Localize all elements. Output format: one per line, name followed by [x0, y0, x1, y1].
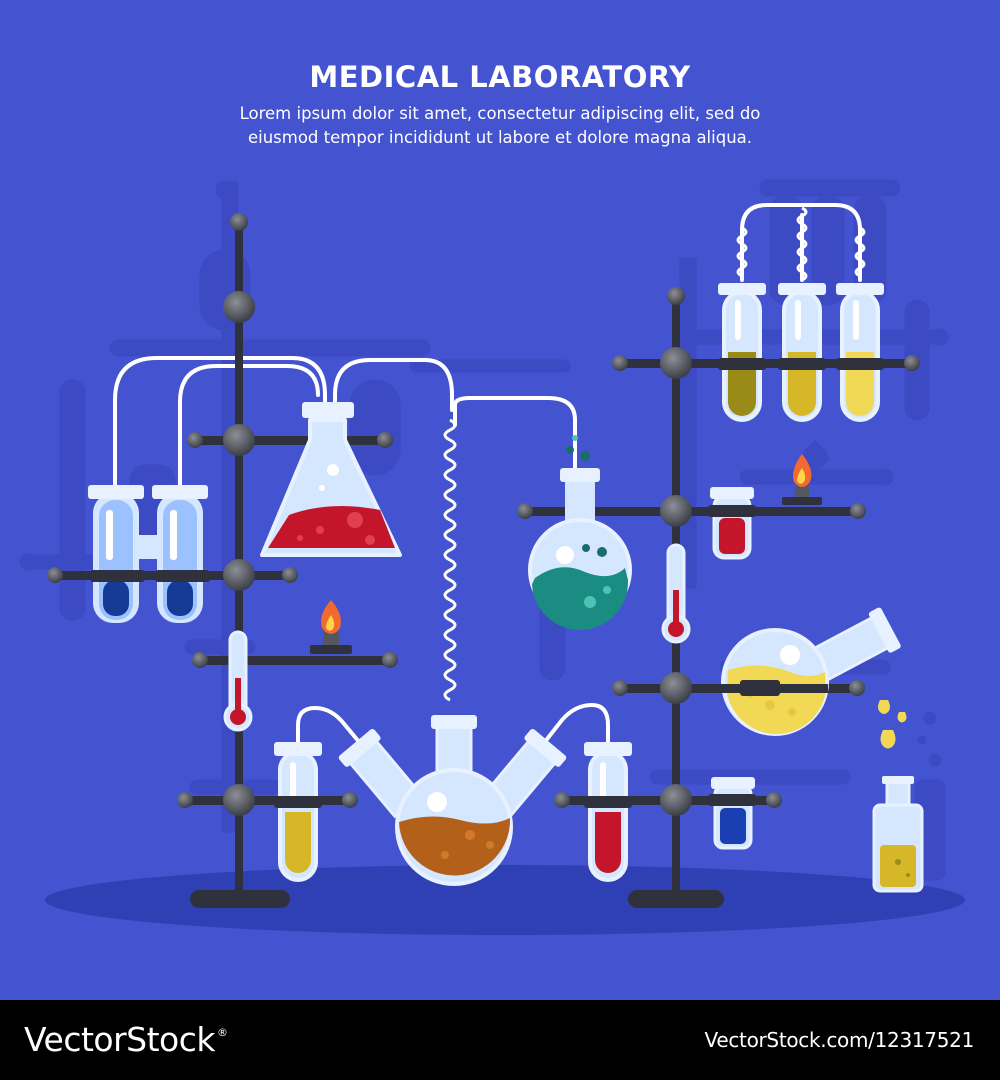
- test-tube-rack: [718, 283, 884, 422]
- test-tube-yellow: [274, 742, 322, 882]
- lab-poster: MEDICAL LABORATORY Lorem ipsum dolor sit…: [0, 0, 1000, 1000]
- watermark-url: VectorStock.com/12317521: [704, 1028, 975, 1052]
- thermometer-right: [661, 543, 691, 644]
- poster-title: MEDICAL LABORATORY: [309, 60, 691, 94]
- burner-left: [310, 600, 352, 654]
- erlenmeyer-flask: [260, 402, 402, 557]
- small-blue-vial: [708, 777, 756, 850]
- test-tube-red: [584, 742, 632, 882]
- floor-shadow: [45, 865, 965, 935]
- watermark-brand: VectorStock®: [24, 1020, 228, 1059]
- yellow-bottle: [872, 776, 924, 893]
- thermometer-left: [223, 630, 253, 732]
- trademark-symbol: ®: [217, 1026, 228, 1039]
- subtitle-line-2: eiusmod tempor incididunt ut labore et d…: [247, 128, 753, 147]
- watermark-bar: VectorStock® VectorStock.com/12317521: [0, 1000, 1000, 1080]
- burner-top-right: [782, 454, 822, 505]
- h-tube: [88, 485, 210, 623]
- tilted-retort: [718, 607, 907, 749]
- round-flask-teal: [528, 435, 632, 631]
- subtitle-line-1: Lorem ipsum dolor sit amet, consectetur …: [239, 104, 761, 123]
- left-stand: [47, 213, 398, 908]
- lab-illustration: [19, 179, 965, 935]
- coil-condensers: [443, 206, 866, 702]
- small-red-vial: [708, 487, 756, 560]
- poster-subtitle: Lorem ipsum dolor sit amet, consectetur …: [150, 102, 850, 150]
- tubing: [113, 203, 862, 757]
- three-neck-flask: [338, 715, 567, 886]
- brand-text: VectorStock: [24, 1020, 216, 1059]
